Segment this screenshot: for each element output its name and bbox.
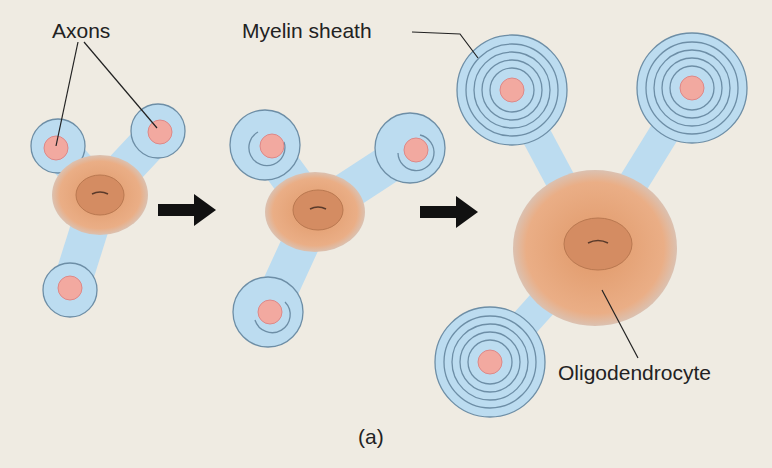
process-cup [230,110,300,180]
leader-line [84,42,157,128]
sheath-layer [637,33,747,143]
sheath-layer [662,58,722,118]
nucleolus [92,192,108,194]
axon [44,136,68,160]
sheath-layer [482,60,542,120]
part-label: Axons [52,20,110,41]
sheath-layer [444,316,536,408]
leader-line [412,32,478,58]
process-cup [43,263,97,317]
axon [478,350,502,374]
axon [58,276,82,300]
part-label: Myelin sheath [242,20,372,41]
part-label: Oligodendrocyte [558,362,711,383]
stage-three [435,33,747,417]
sheath-layer [435,307,545,417]
process-cup [375,113,445,183]
axon [404,138,428,162]
leader-line [56,42,78,146]
cell-body [265,172,365,252]
process-arrow [420,196,478,228]
part-label: (a) [358,426,384,447]
axon [500,78,524,102]
process-cup [131,104,185,158]
myelin-spiral [435,307,545,417]
sheath-layer [646,42,738,134]
cell-body [52,155,148,235]
axon [148,120,172,144]
sheath-layer [460,332,520,392]
axon [258,300,282,324]
axon [260,134,284,158]
nucleus [76,175,124,215]
axon [680,76,704,100]
leader-line [602,290,638,358]
sheath-layer [490,68,534,112]
sheath-layer [654,50,730,126]
nucleus [564,218,632,270]
myelin-spiral [637,33,747,143]
stage-two [230,110,445,347]
nucleolus [310,207,326,209]
sheath-layer [466,44,558,136]
sheath-layer [670,66,714,110]
sheath-layer [468,340,512,384]
cell-body [513,170,677,326]
sheath-layer [474,52,550,128]
wrap-edge [398,135,434,171]
sheath-layer [452,324,528,400]
nucleolus [588,241,608,244]
wrap-edge [249,132,285,166]
process-cup [233,277,303,347]
process-arrow [158,194,216,226]
nucleus [293,190,343,230]
